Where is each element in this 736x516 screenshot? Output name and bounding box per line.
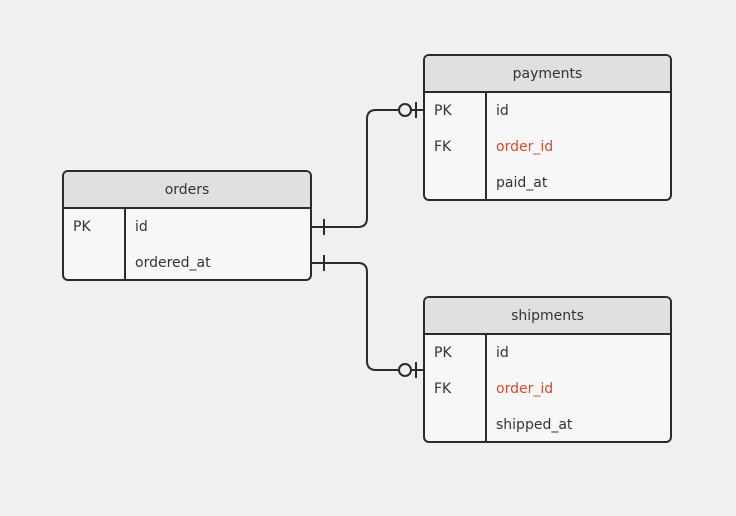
field-name: id bbox=[496, 345, 509, 361]
attribute-row[interactable]: FK order_id bbox=[425, 129, 670, 165]
column-divider bbox=[485, 335, 487, 441]
column-divider bbox=[485, 93, 487, 199]
field-name: ordered_at bbox=[135, 255, 211, 271]
attribute-row[interactable]: PK id bbox=[425, 93, 670, 129]
attribute-row[interactable]: PK id bbox=[425, 335, 670, 371]
entity-header: shipments bbox=[425, 298, 670, 335]
connector-line bbox=[312, 262, 423, 371]
attribute-row[interactable]: FK order_id bbox=[425, 371, 670, 407]
entity-title: shipments bbox=[511, 307, 584, 324]
attribute-row[interactable]: PK id bbox=[64, 209, 310, 245]
entity-body: PK id ordered_at bbox=[64, 209, 310, 279]
entity-payments[interactable]: payments PK id FK order_id paid_at bbox=[423, 54, 672, 201]
entity-header: payments bbox=[425, 56, 670, 93]
entity-orders[interactable]: orders PK id ordered_at bbox=[62, 170, 312, 281]
field-name: id bbox=[496, 103, 509, 119]
connector-line bbox=[312, 109, 423, 228]
key-label: PK bbox=[434, 345, 452, 361]
attribute-row[interactable]: shipped_at bbox=[425, 407, 670, 441]
key-label: FK bbox=[434, 381, 452, 397]
zero-circle-mark bbox=[398, 363, 412, 377]
field-name: paid_at bbox=[496, 175, 548, 191]
key-label: FK bbox=[434, 139, 452, 155]
entity-body: PK id FK order_id paid_at bbox=[425, 93, 670, 199]
relationship-orders-payments[interactable] bbox=[312, 102, 423, 235]
attribute-row[interactable]: ordered_at bbox=[64, 245, 310, 279]
key-label: PK bbox=[434, 103, 452, 119]
attribute-row[interactable]: paid_at bbox=[425, 165, 670, 199]
foreign-key-field: order_id bbox=[496, 139, 554, 155]
column-divider bbox=[124, 209, 126, 279]
entity-body: PK id FK order_id shipped_at bbox=[425, 335, 670, 441]
entity-shipments[interactable]: shipments PK id FK order_id shipped_at bbox=[423, 296, 672, 443]
field-name: id bbox=[135, 219, 148, 235]
field-name: shipped_at bbox=[496, 417, 573, 433]
zero-circle-mark bbox=[398, 103, 412, 117]
foreign-key-field: order_id bbox=[496, 381, 554, 397]
entity-title: orders bbox=[164, 181, 210, 198]
relationship-orders-shipments[interactable] bbox=[312, 255, 423, 378]
entity-title: payments bbox=[512, 65, 583, 82]
key-label: PK bbox=[73, 219, 91, 235]
entity-header: orders bbox=[64, 172, 310, 209]
